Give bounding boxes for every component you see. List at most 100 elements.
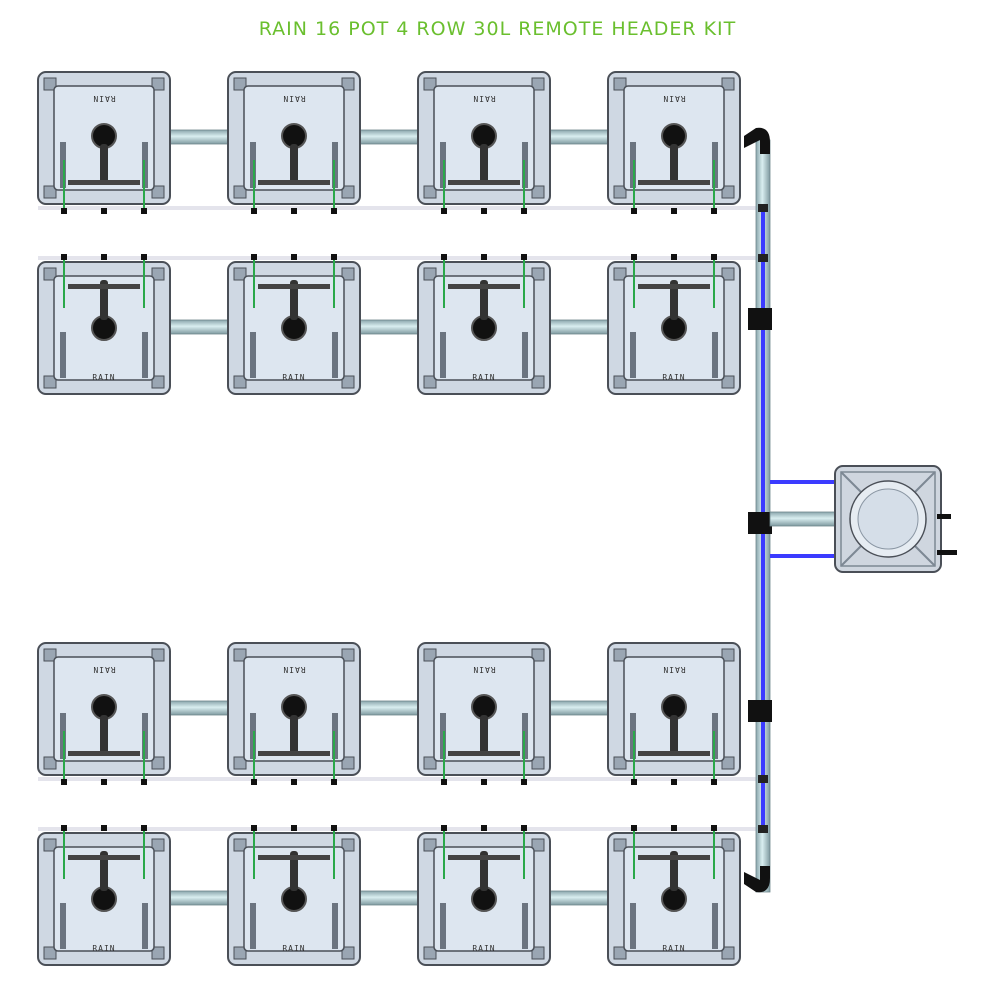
- pot-label: RAIN: [472, 373, 495, 382]
- pot-icon: RAIN: [227, 642, 361, 785]
- pot-corner: [233, 838, 247, 852]
- pot-base-bar: [258, 855, 330, 860]
- pot-label: RAIN: [282, 94, 305, 103]
- pot-rail-left: [250, 332, 256, 378]
- elbow-fitting-bottom: [744, 866, 770, 893]
- pot-label: RAIN: [282, 373, 305, 382]
- pot-base-bar: [68, 855, 140, 860]
- pot-foot: [481, 208, 487, 214]
- tee-fitting: [748, 700, 772, 722]
- pot-label: RAIN: [92, 665, 115, 674]
- pot-foot: [711, 779, 717, 785]
- pot-rail-left: [440, 332, 446, 378]
- pot-base-bar: [68, 180, 140, 185]
- pot-corner: [43, 267, 57, 281]
- pot-rail-left: [250, 903, 256, 949]
- pump-lid-inner: [857, 488, 919, 550]
- pot-rail-left: [630, 332, 636, 378]
- pot-rail-left: [440, 903, 446, 949]
- pot-rail-right: [522, 903, 528, 949]
- pot-corner: [613, 185, 627, 199]
- pot-corner: [43, 946, 57, 960]
- pot-corner: [341, 77, 355, 91]
- pot-label: RAIN: [662, 944, 685, 953]
- pot-icon: RAIN: [37, 71, 171, 214]
- pot-foot: [101, 208, 107, 214]
- pot-foot: [671, 825, 677, 831]
- pot-drain-slot: [290, 280, 298, 320]
- pot-rail-right: [142, 903, 148, 949]
- row-connector-pipe: [545, 129, 613, 145]
- pot-foot: [441, 779, 447, 785]
- pump-unit-icon: [834, 465, 957, 573]
- pot-foot: [141, 208, 147, 214]
- pot-drain-slot: [670, 715, 678, 755]
- pot-rail-right: [332, 903, 338, 949]
- pot-corner: [423, 267, 437, 281]
- pump-unit: [834, 465, 957, 573]
- pot-corner: [151, 756, 165, 770]
- pot-icon: RAIN: [417, 71, 551, 214]
- pot-drain-slot: [290, 715, 298, 755]
- row-connector-pipe: [355, 319, 423, 335]
- row-connector-pipe: [355, 890, 423, 906]
- pot-drain-slot: [100, 715, 108, 755]
- row-connector-pipe: [545, 700, 613, 716]
- pot-icon: RAIN: [607, 825, 741, 966]
- pot-base-bar: [68, 284, 140, 289]
- pot-foot: [711, 825, 717, 831]
- pot-drain-slot: [480, 851, 488, 891]
- pot-corner: [721, 648, 735, 662]
- pot-base-bar: [258, 751, 330, 756]
- pot-icon: RAIN: [417, 825, 551, 966]
- pot-icon: RAIN: [607, 71, 741, 214]
- pot-foot: [251, 208, 257, 214]
- pot-corner: [423, 648, 437, 662]
- pot-foot: [631, 779, 637, 785]
- pot-corner: [341, 185, 355, 199]
- pot-foot: [521, 254, 527, 260]
- pot-base-bar: [448, 751, 520, 756]
- pot-corner: [613, 77, 627, 91]
- pot-icon: RAIN: [227, 825, 361, 966]
- pot-foot: [441, 254, 447, 260]
- pot-base-bar: [448, 855, 520, 860]
- pot-corner: [43, 648, 57, 662]
- pot-rail-right: [522, 332, 528, 378]
- pot-corner: [613, 756, 627, 770]
- pot-rail-left: [60, 332, 66, 378]
- pot-label: RAIN: [472, 94, 495, 103]
- pot-foot: [141, 254, 147, 260]
- pot-drain-slot: [100, 280, 108, 320]
- row-connector-pipe: [165, 700, 233, 716]
- pot-drain-slot: [290, 144, 298, 184]
- pot-icon: RAIN: [417, 254, 551, 395]
- pot-corner: [531, 756, 545, 770]
- pot-corner: [151, 946, 165, 960]
- pot-foot: [291, 208, 297, 214]
- drip-lines-layer: [38, 206, 768, 831]
- pot-icon: RAIN: [607, 254, 741, 395]
- pot-drain-slot: [670, 280, 678, 320]
- pot-label: RAIN: [282, 944, 305, 953]
- pot-corner: [151, 838, 165, 852]
- drip-junction: [758, 204, 768, 212]
- row-connector-pipe: [545, 319, 613, 335]
- pot-drain-slot: [670, 144, 678, 184]
- pot-foot: [291, 779, 297, 785]
- pot-foot: [481, 825, 487, 831]
- pot-foot: [631, 254, 637, 260]
- pot-foot: [521, 208, 527, 214]
- pot-corner: [531, 946, 545, 960]
- pot-foot: [481, 779, 487, 785]
- pot-corner: [423, 838, 437, 852]
- pot-corner: [531, 648, 545, 662]
- pot-foot: [61, 779, 67, 785]
- pot-foot: [521, 825, 527, 831]
- pump-feed-pipe: [769, 511, 841, 527]
- pot-corner: [423, 946, 437, 960]
- pot-base-bar: [68, 751, 140, 756]
- pot-corner: [233, 946, 247, 960]
- pot-corner: [531, 838, 545, 852]
- pot-icon: RAIN: [417, 642, 551, 785]
